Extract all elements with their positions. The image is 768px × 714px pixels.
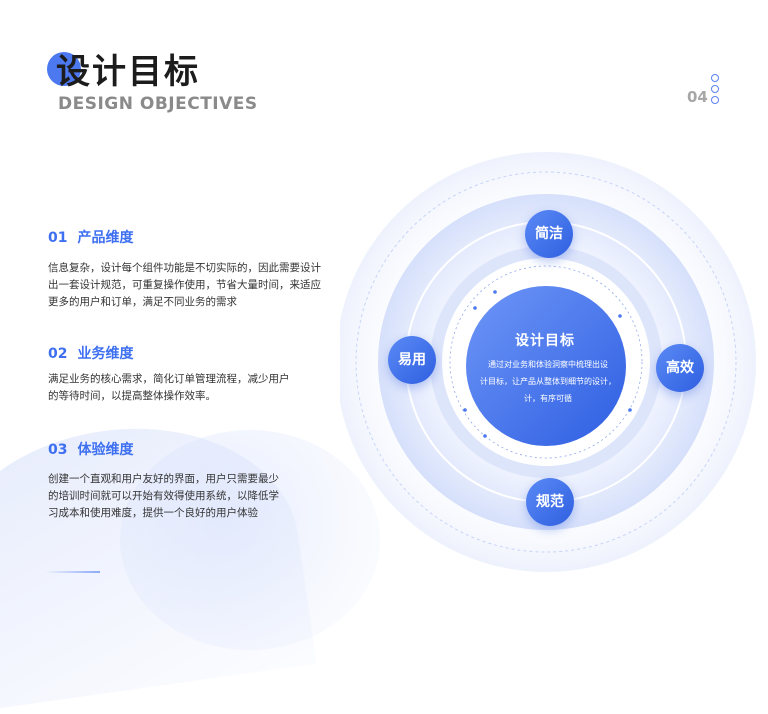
outer-dashed-ring — [355, 171, 737, 553]
page-title: 设计目标 — [56, 52, 200, 92]
bottom-accent-line — [45, 571, 100, 573]
section-title: 业务维度 — [77, 346, 134, 362]
center-line: 计，有序可循 — [524, 394, 572, 403]
core-circle — [466, 286, 626, 446]
body-line: 信息复杂，设计每个组件功能是不切实际的，因此需要设计 — [48, 262, 321, 274]
section-number: 03 — [48, 442, 68, 458]
ring-dot — [493, 290, 497, 294]
section-number: 01 — [48, 230, 68, 246]
body-line: 的培训时间就可以开始有效得使用系统，以降低学 — [48, 490, 279, 502]
ring-dot — [463, 408, 467, 412]
center-line: 通过对业务和体验洞察中梳理出设 — [488, 360, 608, 369]
center-description: 通过对业务和体验洞察中梳理出设 计目标，让产品从整体到细节的设计， 计，有序可循 — [473, 356, 623, 407]
ring-dot — [618, 314, 622, 318]
title-accent-dot — [47, 52, 81, 86]
ring-dot — [483, 434, 487, 438]
section-heading-business: 02 业务维度 — [48, 343, 133, 363]
body-line: 创建一个直观和用户友好的界面，用户只需要最少 — [48, 473, 279, 485]
body-line: 习成本和使用难度，提供一个良好的用户体验 — [48, 507, 258, 519]
node-concise: 简洁 — [525, 210, 573, 258]
page-number: 04 — [687, 88, 708, 106]
section-body-product: 信息复杂，设计每个组件功能是不切实际的，因此需要设计 出一套设计规范，可重复操作… — [48, 260, 338, 311]
section-heading-product: 01 产品维度 — [48, 227, 133, 247]
node-standard: 规范 — [526, 478, 574, 526]
section-heading-experience: 03 体验维度 — [48, 439, 133, 459]
body-line: 更多的用户和订单，满足不同业务的需求 — [48, 296, 237, 308]
node-usable: 易用 — [388, 336, 436, 384]
body-line: 出一套设计规范，可重复操作使用，节省大量时间，来适应 — [48, 279, 321, 291]
page-subtitle: DESIGN OBJECTIVES — [58, 94, 258, 114]
section-title: 产品维度 — [77, 230, 134, 246]
inner-dashed-ring — [449, 265, 643, 459]
body-line: 的等待时间，以提高整体操作效率。 — [48, 390, 216, 402]
section-body-business: 满足业务的核心需求，简化订单管理流程，减少用户 的等待时间，以提高整体操作效率。 — [48, 371, 338, 405]
center-line: 计目标，让产品从整体到细节的设计， — [480, 377, 616, 386]
section-title: 体验维度 — [77, 442, 134, 458]
node-efficient: 高效 — [656, 344, 704, 392]
section-number: 02 — [48, 346, 68, 362]
goals-diagram: 设计目标 通过对业务和体验洞察中梳理出设 计目标，让产品从整体到细节的设计， 计… — [336, 120, 768, 600]
section-body-experience: 创建一个直观和用户友好的界面，用户只需要最少 的培训时间就可以开始有效得使用系统… — [48, 471, 338, 522]
page-dots-icon — [711, 74, 721, 107]
body-line: 满足业务的核心需求，简化订单管理流程，减少用户 — [48, 373, 290, 385]
ring-dot — [473, 306, 477, 310]
ring-dot — [628, 408, 632, 412]
center-title: 设计目标 — [515, 333, 575, 349]
